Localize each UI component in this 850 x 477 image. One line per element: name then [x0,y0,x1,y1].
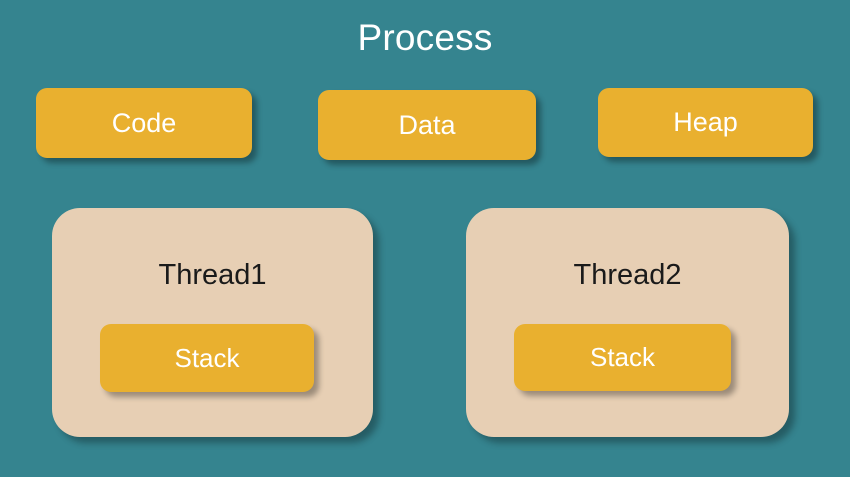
process-segment-data-label: Data [398,109,456,140]
thread-box-2: Thread2 Stack [466,208,789,437]
thread-box-1: Thread1 Stack [52,208,373,437]
thread-1-stack: Stack [100,324,314,392]
process-segment-heap: Heap [598,88,813,157]
thread-2-stack-label: Stack [589,342,656,372]
thread-2-stack: Stack [514,324,731,391]
thread-1-stack-label: Stack [174,342,240,373]
process-segment-heap-label: Heap [673,107,738,137]
process-segment-data: Data [318,90,536,160]
process-segment-code: Code [36,88,252,158]
diagram-title: Process [357,17,493,58]
thread-1-label: Thread1 [158,259,267,291]
thread-2-label: Thread2 [573,259,682,291]
process-segment-code-label: Code [111,107,177,138]
